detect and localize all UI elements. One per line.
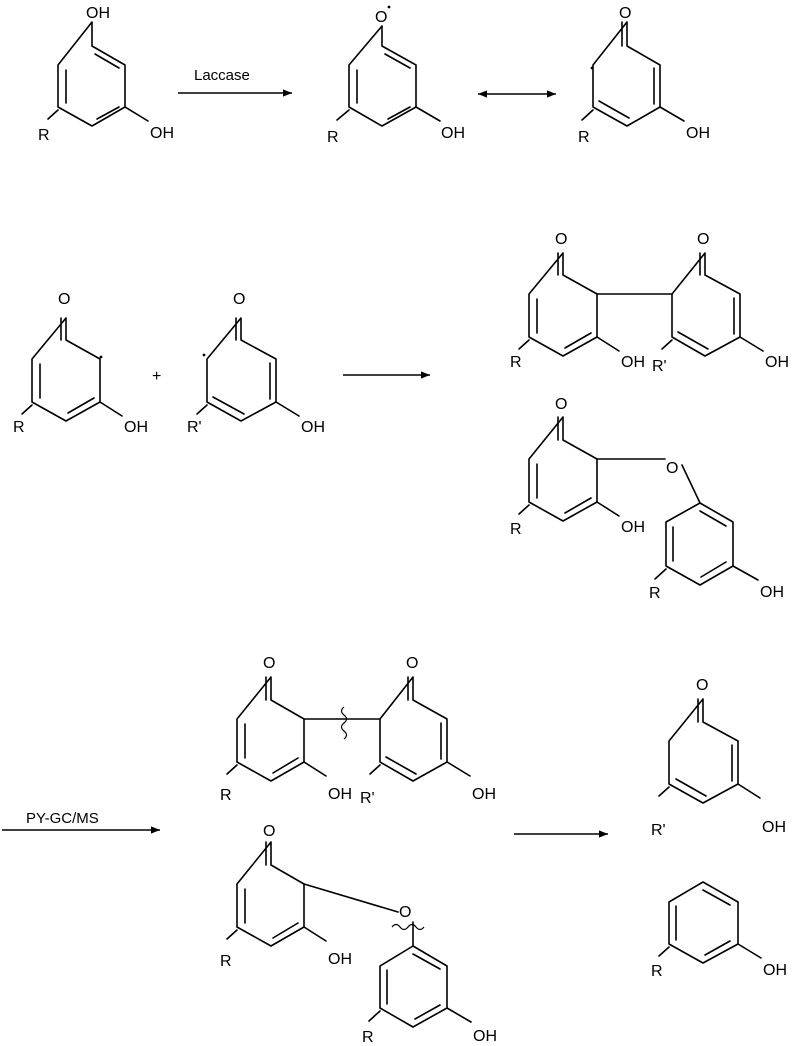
cleaved-co-dimer-structure: O O OH OH R R — [220, 823, 497, 1046]
carbonyl-oxygen-label: O — [263, 823, 275, 840]
carbonyl-oxygen-label: O — [233, 291, 245, 308]
cc-dimer-structure: O O OH OH R R' — [510, 231, 789, 375]
r-group-label: R — [362, 1029, 374, 1046]
r-group-label: R — [38, 127, 50, 144]
carbonyl-oxygen-label: O — [58, 291, 70, 308]
carbonyl-oxygen-label: O — [555, 396, 567, 413]
hydroxyl-label: OH — [472, 786, 496, 803]
hydroxyl-label: OH — [124, 419, 148, 436]
plus-sign: + — [152, 368, 161, 385]
hydroxyl-label: OH — [621, 354, 645, 371]
co-dimer-structure: O O OH OH R R — [510, 396, 784, 602]
r-group-label: R — [578, 129, 590, 146]
r-group-label: R — [220, 787, 232, 804]
hydroxyl-label: OH — [301, 419, 325, 436]
carbonyl-oxygen-label: O — [696, 677, 708, 694]
radical-b-structure: O OH R' — [187, 291, 325, 436]
carbonyl-oxygen-label: O — [406, 655, 418, 672]
cleaved-cc-dimer-structure: O O OH OH R R' — [220, 655, 496, 807]
r-prime-group-label: R' — [652, 358, 667, 375]
hydroxyl-label: OH — [86, 5, 110, 22]
r-group-label: R — [327, 129, 339, 146]
resorcinol-structure: OH OH R — [38, 5, 174, 144]
r-group-label: R — [220, 953, 232, 970]
r-prime-group-label: R' — [187, 419, 202, 436]
phenol-product: OH R — [651, 881, 787, 980]
oxygen-radical-label: O — [375, 9, 387, 26]
phenoxy-radical-structure: O OH R — [327, 5, 465, 146]
pyrolysis-arrow: PY-GC/MS — [2, 810, 160, 834]
r-group-label: R — [510, 354, 522, 371]
hydroxyl-label: OH — [441, 125, 465, 142]
hydroxycyclohexenone-product: O OH R' — [651, 677, 786, 839]
r-prime-group-label: R' — [360, 790, 375, 807]
carbonyl-oxygen-label: O — [697, 231, 709, 248]
radical-a-structure: O OH R — [13, 291, 148, 436]
carbonyl-oxygen-label: O — [263, 655, 275, 672]
carbonyl-oxygen-label: O — [619, 5, 631, 22]
laccase-label: Laccase — [194, 67, 250, 84]
hydroxyl-label: OH — [328, 951, 352, 968]
hydroxyl-label: OH — [763, 962, 787, 979]
hydroxyl-label: OH — [473, 1028, 497, 1045]
r-group-label: R — [510, 521, 522, 538]
carbonyl-oxygen-label: O — [555, 231, 567, 248]
ether-oxygen-label: O — [399, 904, 411, 921]
hydroxyl-label: OH — [765, 354, 789, 371]
r-group-label: R — [651, 963, 663, 980]
keto-radical-structure: O OH R — [578, 5, 710, 146]
hydroxyl-label: OH — [760, 584, 784, 601]
r-group-label: R — [649, 585, 661, 602]
hydroxyl-label: OH — [328, 786, 352, 803]
py-gc-ms-label: PY-GC/MS — [26, 810, 99, 827]
r-group-label: R — [13, 419, 25, 436]
hydroxyl-label: OH — [621, 519, 645, 536]
laccase-arrow: Laccase — [178, 67, 292, 97]
r-prime-group-label: R' — [651, 822, 666, 839]
hydroxyl-label: OH — [150, 125, 174, 142]
hydroxyl-label: OH — [762, 819, 786, 836]
ether-oxygen-label: O — [666, 460, 678, 477]
hydroxyl-label: OH — [686, 125, 710, 142]
